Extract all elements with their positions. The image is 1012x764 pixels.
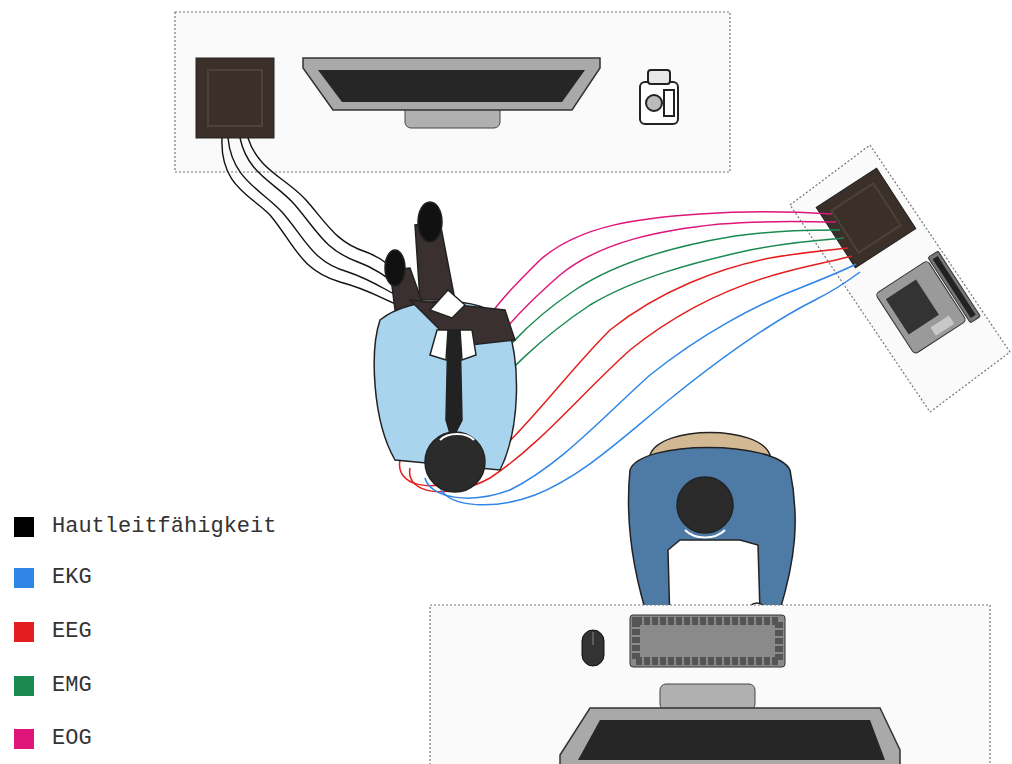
legend-swatch <box>14 729 34 749</box>
legend-label: EMG <box>52 671 92 701</box>
monitor <box>303 58 600 128</box>
legend-swatch <box>14 676 34 696</box>
top-table <box>175 12 730 172</box>
legend-label: EOG <box>52 724 92 754</box>
legend-item: EKG <box>12 563 52 593</box>
legend-label: EEG <box>52 617 92 647</box>
legend-item: Hautleitfähigkeit <box>12 512 236 542</box>
amplifier-box <box>196 58 274 138</box>
legend-swatch <box>14 568 34 588</box>
legend-item: EOG <box>12 724 52 754</box>
keyboard <box>630 615 785 667</box>
legend-label: EKG <box>52 563 92 593</box>
legend-item: EEG <box>12 617 52 647</box>
legend-item: EMG <box>12 671 52 701</box>
legend-swatch <box>14 517 34 537</box>
bottom-table <box>430 605 990 764</box>
operator-monitor <box>560 684 900 764</box>
mouse <box>582 630 604 666</box>
biosignal-wires <box>400 212 860 505</box>
laptop <box>874 251 980 358</box>
recording-box <box>816 168 916 268</box>
legend-label: Hautleitfähigkeit <box>52 512 276 542</box>
legend-swatch <box>14 622 34 642</box>
skin-conductance-wires <box>222 138 410 305</box>
test-subject <box>374 202 516 492</box>
camera-icon <box>640 70 678 124</box>
